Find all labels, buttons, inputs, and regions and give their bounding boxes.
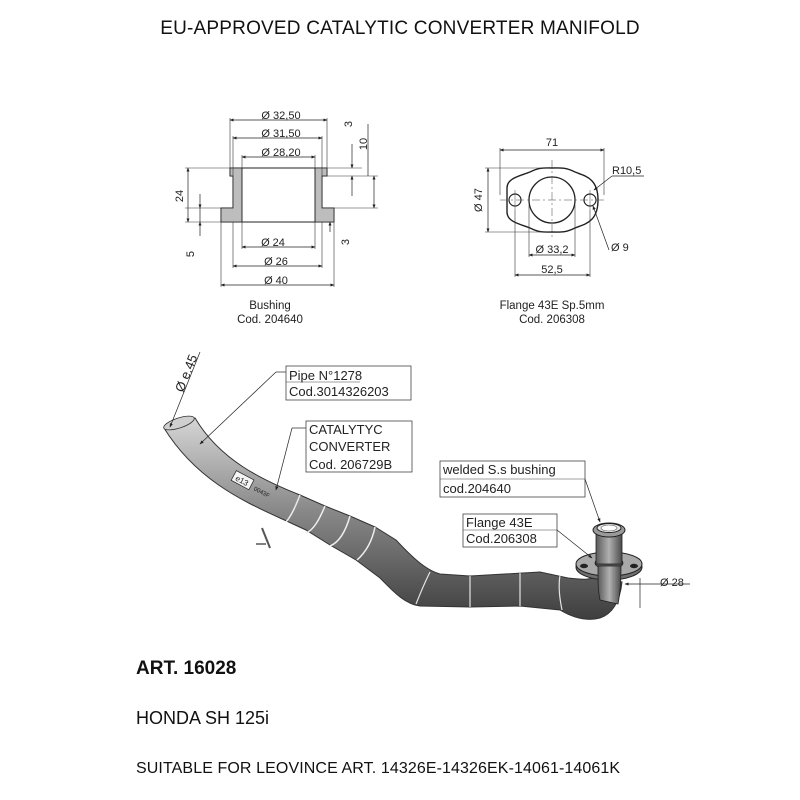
- pipe-label-code: Cod.3014326203: [289, 384, 389, 399]
- flange-dim-inner: Ø 33,2: [535, 244, 568, 256]
- catalytic-label-code: Cod. 206729B: [309, 457, 392, 472]
- bushing-caption-code: Cod. 204640: [237, 314, 303, 326]
- bushing-callout-name: welded S.s bushing: [442, 462, 556, 477]
- bushing-dim-height: 24: [174, 190, 186, 202]
- flange-drawing: 71 Ø 47 R10,5 Ø 33,2 52,5 Ø 9 Flange 43E…: [473, 137, 644, 326]
- catalytic-label-line1: CATALYTYC: [309, 422, 383, 437]
- bushing-dim-top-3: 3: [343, 121, 355, 127]
- pipe-label-name: Pipe N°1278: [289, 368, 362, 383]
- bushing-section: [220, 167, 335, 223]
- pipe-diameter-label: Ø e.45: [172, 352, 201, 394]
- flange-dim-spacing: 52,5: [541, 264, 562, 276]
- compatibility-note: SUITABLE FOR LEOVINCE ART. 14326E-14326E…: [136, 760, 621, 777]
- flange-dim-height: Ø 47: [473, 188, 485, 212]
- flange-dim-radius: R10,5: [612, 165, 641, 177]
- bushing-dim-d1: Ø 32,50: [261, 110, 300, 122]
- bushing-dim-d6: Ø 40: [264, 275, 288, 287]
- bushing-caption-name: Bushing: [249, 300, 291, 312]
- page-title: EU-APPROVED CATALYTIC CONVERTER MANIFOLD: [160, 18, 640, 39]
- bushing-dim-base: 5: [185, 251, 197, 257]
- catalytic-label-line2: CONVERTER: [309, 439, 390, 454]
- bushing-dim-d5: Ø 26: [264, 256, 288, 268]
- flange-callout-name: Flange 43E: [466, 515, 533, 530]
- flange-caption-code: Cod. 206308: [519, 314, 585, 326]
- bushing-dim-bottom-3: 3: [340, 239, 352, 245]
- callouts: Ø e.45 Pipe N°1278 Cod.3014326203 CATALY…: [169, 351, 690, 608]
- bushing-dim-top-10: 10: [358, 138, 370, 150]
- flange-callout-code: Cod.206308: [466, 531, 537, 546]
- flange-dim-hole: Ø 9: [611, 242, 629, 254]
- bushing-drawing: Ø 32,50 Ø 31,50 Ø 28,20 Ø 24 Ø 26 Ø 40 2…: [174, 110, 378, 326]
- flange-dim-width: 71: [546, 137, 558, 149]
- bushing-dim-d2: Ø 31,50: [261, 128, 300, 140]
- assembly-bushing: [592, 522, 626, 565]
- article-number: ART. 16028: [136, 658, 237, 679]
- outlet-diameter-label: Ø 28: [660, 577, 684, 589]
- bushing-callout-code: cod.204640: [443, 481, 511, 496]
- vehicle-model: HONDA SH 125i: [136, 708, 270, 728]
- bushing-dim-d3: Ø 28,20: [261, 147, 300, 159]
- flange-caption-name: Flange 43E Sp.5mm: [500, 300, 605, 312]
- manifold-assembly: e13 0043F: [163, 415, 643, 620]
- bushing-dim-d4: Ø 24: [261, 237, 285, 249]
